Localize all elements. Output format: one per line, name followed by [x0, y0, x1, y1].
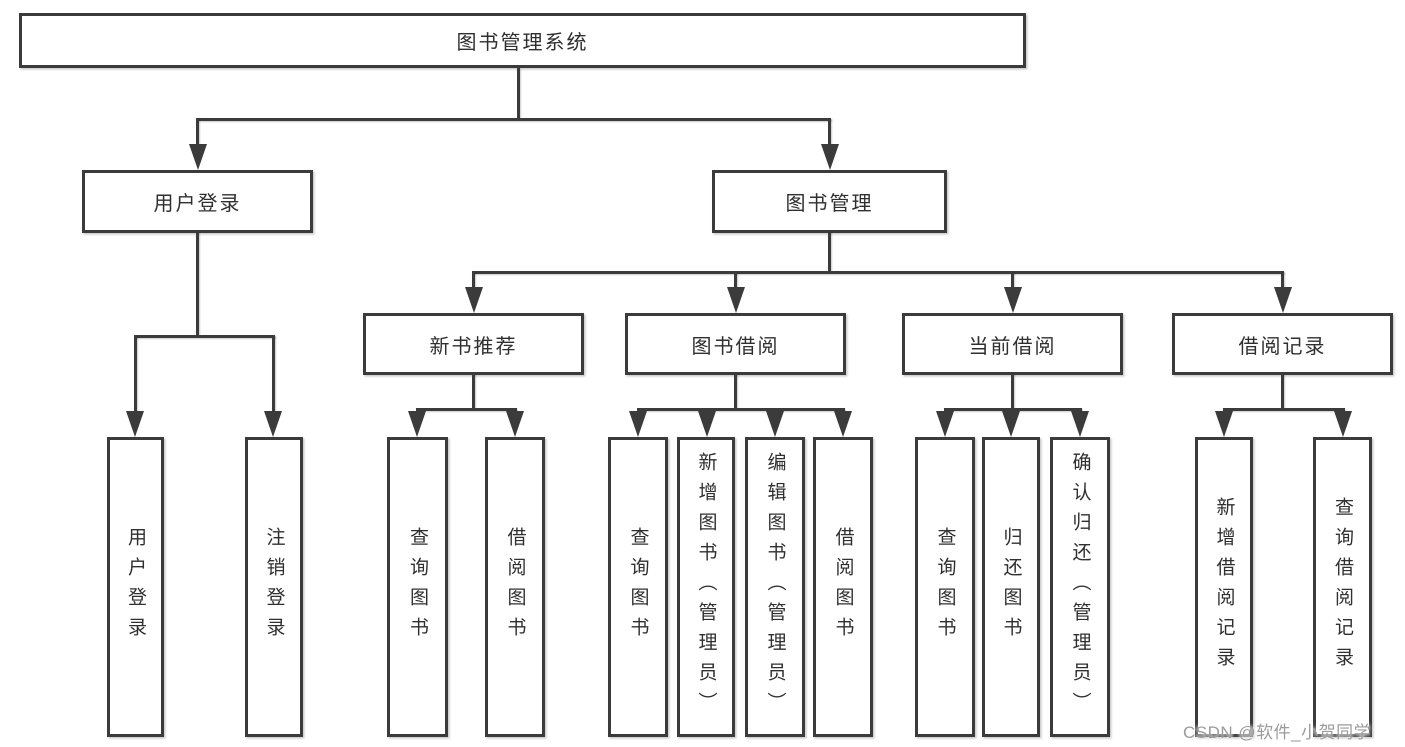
arrow-down-icon — [1274, 287, 1292, 313]
connector-groupC-stub — [1011, 373, 1014, 408]
connector-groupB-branch — [637, 408, 845, 411]
arrow-down-icon — [936, 411, 954, 437]
leaf-query-borrow-record: 查询借阅记录 — [1313, 437, 1372, 737]
leaf-label: 归还图书 — [1000, 527, 1022, 647]
arrow-down-icon — [834, 411, 852, 437]
arrow-down-icon — [1334, 411, 1352, 437]
connector-mgmt-branch — [472, 271, 1284, 274]
connector-root-branch — [196, 118, 831, 121]
connector-user-stub — [196, 231, 199, 335]
node-label: 用户登录 — [153, 193, 242, 215]
leaf-label: 新增图书（管理员） — [695, 452, 717, 722]
connector-mgmt-stub — [828, 231, 831, 271]
connector-groupD-stub — [1281, 373, 1284, 408]
arrow-down-icon — [408, 411, 426, 437]
arrow-down-icon — [465, 287, 483, 313]
node-label: 图书借阅 — [691, 335, 780, 358]
node-user-login: 用户登录 — [82, 170, 313, 233]
connector-to-current-borrow — [1011, 271, 1014, 289]
node-new-book-recommend: 新书推荐 — [363, 313, 584, 375]
node-current-borrowing: 当前借阅 — [902, 313, 1123, 375]
node-book-borrowing: 图书借阅 — [625, 313, 846, 375]
leaf-label: 借阅图书 — [832, 527, 854, 647]
arrow-down-icon — [1004, 287, 1022, 313]
node-library-management-system: 图书管理系统 — [19, 13, 1026, 68]
connector-to-book-borrow — [734, 271, 737, 289]
connector-to-user-login — [196, 118, 199, 146]
arrow-down-icon — [264, 411, 282, 437]
arrow-down-icon — [506, 411, 524, 437]
connector-root-stub — [517, 68, 520, 118]
node-label: 当前借阅 — [968, 335, 1057, 358]
leaf-add-borrow-record: 新增借阅记录 — [1195, 437, 1253, 737]
connector-groupA-stub — [472, 373, 475, 408]
leaf-label: 查询借阅记录 — [1332, 497, 1353, 677]
connector-to-leaf-logout — [272, 335, 275, 413]
connector-to-book-mgmt — [828, 118, 831, 146]
arrow-down-icon — [629, 411, 647, 437]
node-label: 图书管理系统 — [456, 32, 589, 54]
leaf-logout: 注销登录 — [245, 437, 303, 737]
connector-groupC-branch — [944, 408, 1082, 411]
connector-groupB-stub — [734, 373, 737, 408]
arrow-down-icon — [766, 411, 784, 437]
leaf-confirm-return-admin: 确认归还（管理员） — [1050, 437, 1110, 737]
node-label: 借阅记录 — [1238, 335, 1327, 358]
leaf-query-books-current: 查询图书 — [915, 437, 975, 737]
connector-to-leaf-login — [134, 335, 137, 413]
arrow-down-icon — [126, 411, 144, 437]
connector-to-borrow-records — [1281, 271, 1284, 289]
leaf-return-books: 归还图书 — [982, 437, 1040, 737]
leaf-label: 查询图书 — [934, 527, 956, 647]
leaf-label: 查询图书 — [407, 527, 428, 647]
leaf-borrow-books-recommend: 借阅图书 — [485, 437, 545, 737]
leaf-user-login: 用户登录 — [107, 437, 164, 737]
connector-user-branch — [134, 335, 275, 338]
arrow-down-icon — [1002, 411, 1020, 437]
arrow-down-icon — [1215, 411, 1233, 437]
node-borrowing-records: 借阅记录 — [1172, 313, 1393, 375]
arrow-down-icon — [189, 144, 207, 170]
leaf-edit-books-admin: 编辑图书（管理员） — [745, 437, 805, 737]
node-label: 新书推荐 — [429, 335, 518, 358]
arrow-down-icon — [698, 411, 716, 437]
leaf-query-books-borrow: 查询图书 — [608, 437, 668, 737]
leaf-add-books-admin: 新增图书（管理员） — [677, 437, 735, 737]
connector-groupD-branch — [1223, 408, 1345, 411]
leaf-label: 查询图书 — [627, 527, 649, 647]
connector-to-new-book-rec — [472, 271, 475, 289]
csdn-watermark: CSDN @软件_小贺同学 — [1183, 723, 1372, 742]
leaf-borrow-books: 借阅图书 — [813, 437, 873, 737]
node-book-management: 图书管理 — [712, 170, 947, 233]
arrow-down-icon — [1071, 411, 1089, 437]
leaf-label: 注销登录 — [263, 527, 285, 647]
leaf-label: 确认归还（管理员） — [1069, 452, 1091, 722]
arrow-down-icon — [821, 144, 839, 170]
leaf-label: 新增借阅记录 — [1213, 497, 1235, 677]
leaf-label: 用户登录 — [125, 527, 146, 647]
leaf-query-books-recommend: 查询图书 — [387, 437, 448, 737]
arrow-down-icon — [727, 287, 745, 313]
node-label: 图书管理 — [785, 193, 874, 215]
connector-groupA-branch — [416, 408, 517, 411]
leaf-label: 借阅图书 — [504, 527, 526, 647]
leaf-label: 编辑图书（管理员） — [764, 452, 786, 722]
